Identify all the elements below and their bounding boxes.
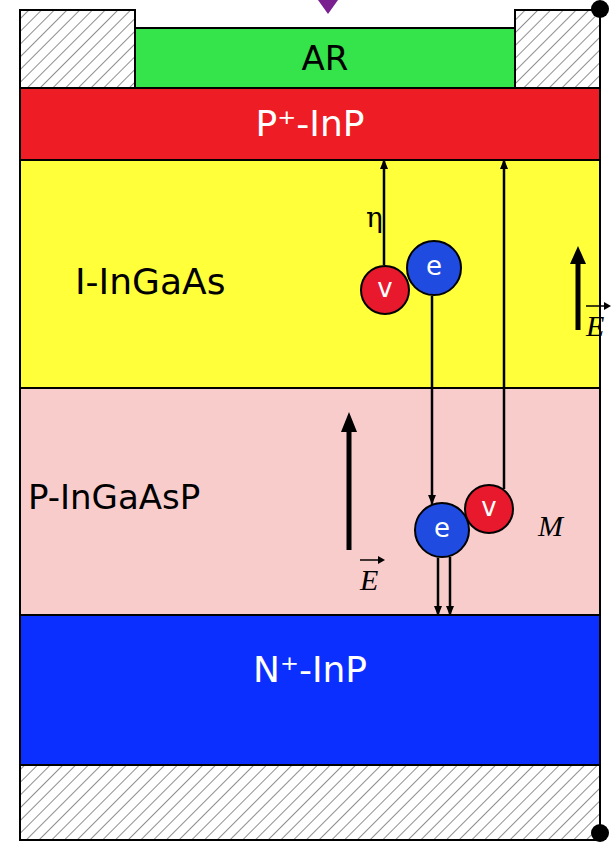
substrate-layer: N⁺-InP <box>20 615 600 765</box>
light-arrow <box>318 0 338 14</box>
efficiency-symbol: η <box>366 204 383 232</box>
carrier-symbol: v <box>481 494 496 520</box>
field-arrow <box>576 262 581 330</box>
bottom-contact <box>20 765 600 840</box>
field-arrow <box>347 430 352 550</box>
vector-mark <box>378 556 385 564</box>
carrier-path <box>449 557 452 615</box>
vector-mark <box>604 302 611 310</box>
multiplication-layer <box>20 388 600 615</box>
ar-layer <box>135 28 515 88</box>
contact-layer: P⁺-InP <box>20 88 600 160</box>
absorption-layer: I-InGaAs v e <box>20 160 600 388</box>
ar-layer: AR <box>135 28 515 88</box>
vector-mark <box>586 305 604 307</box>
carrier-path <box>503 160 506 489</box>
layer-name: AR <box>302 41 349 75</box>
multiplication-layer: P-InGaAsP e v <box>20 388 600 615</box>
top-contact <box>515 10 600 88</box>
carrier-symbol: e <box>434 515 450 541</box>
layer-name: N⁺-InP <box>253 652 367 688</box>
hole-circle: v <box>360 265 410 315</box>
carrier-path <box>431 296 434 504</box>
absorber-layer <box>20 160 600 388</box>
electron-circle: e <box>414 502 470 558</box>
carrier-symbol: v <box>377 275 392 301</box>
gain-symbol: M <box>538 511 563 541</box>
terminal-dot <box>591 824 609 842</box>
p-inp-layer <box>20 88 600 160</box>
carrier-path <box>383 160 386 265</box>
n-inp-layer <box>20 615 600 765</box>
layer-name: P-InGaAsP <box>28 480 200 514</box>
field-symbol: E <box>586 311 604 341</box>
layer-name: I-InGaAs <box>75 264 225 300</box>
field-arrow-head <box>570 246 586 264</box>
layer-name: P⁺-InP <box>256 106 365 142</box>
field-symbol: E <box>360 565 378 595</box>
hole-circle: v <box>464 484 514 534</box>
field-arrow-head <box>341 412 357 432</box>
top-contact <box>20 10 135 88</box>
carrier-path <box>437 558 440 615</box>
terminal-dot <box>591 0 609 18</box>
electron-circle: e <box>406 240 462 296</box>
vector-mark <box>360 559 378 561</box>
carrier-symbol: e <box>426 253 442 279</box>
